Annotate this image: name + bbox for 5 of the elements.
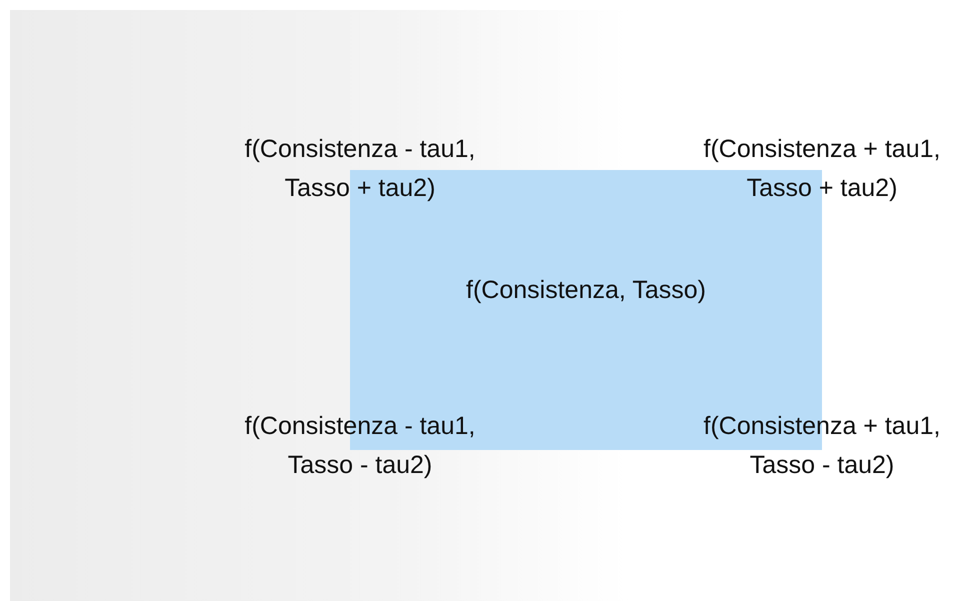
function-label: f(Consistenza - tau1, Tasso - tau2): [244, 411, 476, 481]
function-label: f(Consistenza, Tasso): [465, 275, 707, 306]
function-label: f(Consistenza - tau1, Tasso + tau2): [244, 134, 476, 204]
function-label: f(Consistenza + tau1, Tasso - tau2): [702, 411, 942, 481]
function-label: f(Consistenza + tau1, Tasso + tau2): [702, 134, 942, 204]
